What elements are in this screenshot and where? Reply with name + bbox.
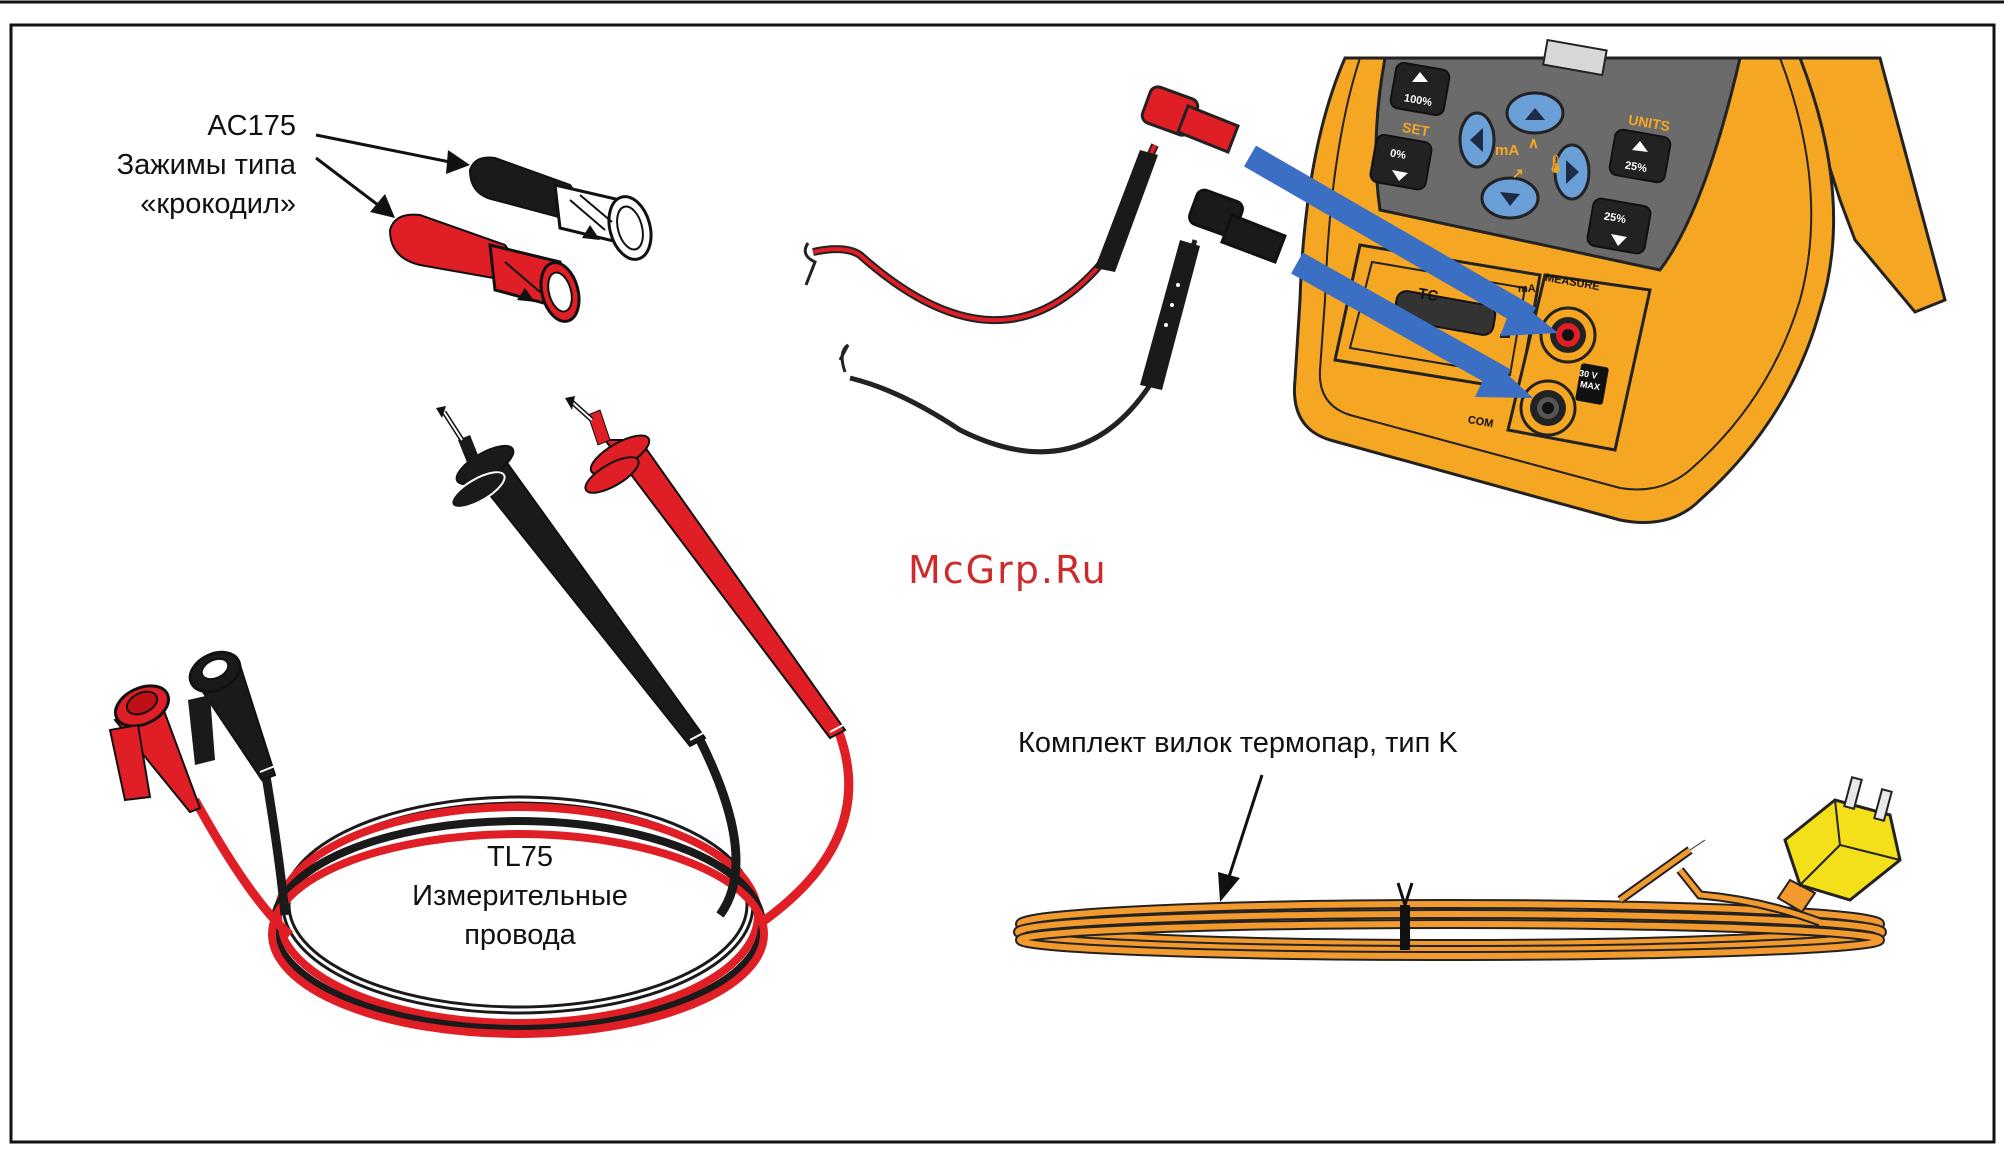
thermocouple-label: Комплект вилок термопар, тип K: [1018, 724, 1578, 763]
key-100[interactable]: 100%: [1389, 62, 1450, 117]
calibrator-device: 100% SET 0% mA ∧ ↗ 🌡: [1250, 40, 1945, 523]
red-banana-plug: [109, 678, 200, 812]
tl75-line2: провода: [370, 916, 670, 955]
key-25-down[interactable]: 25%: [1586, 197, 1651, 254]
com-jack[interactable]: [1521, 381, 1575, 435]
thermocouple-pointer: [1228, 775, 1262, 880]
plugged-black-lead: [840, 188, 1285, 452]
ac175-line1: Зажимы типа: [60, 146, 296, 185]
tl75-model: TL75: [370, 838, 670, 877]
key-0[interactable]: 0%: [1369, 134, 1432, 191]
measure-jack[interactable]: [1541, 308, 1595, 362]
clip-pointer-arrows: [316, 135, 470, 218]
ac175-label: AC175 Зажимы типа «крокодил»: [60, 107, 296, 224]
tl75-line1: Измерительные: [370, 877, 670, 916]
black-banana-plug: [184, 645, 275, 780]
tl75-label: TL75 Измерительные провода: [370, 838, 670, 955]
watermark: McGrp.Ru: [908, 548, 1108, 592]
keypad-ma-label: mA: [1495, 142, 1519, 159]
black-probe: [436, 406, 705, 746]
thermocouple-kit: [1018, 775, 1900, 956]
key-25-up[interactable]: 25%: [1608, 128, 1671, 183]
step-glyph: ↗: [1512, 165, 1524, 181]
tc-label: TC: [1417, 285, 1440, 305]
red-probe: [565, 396, 845, 738]
alligator-clip-red: [390, 215, 585, 326]
ramp-glyph: ∧: [1528, 135, 1539, 152]
jack-ma-label: mA: [1518, 283, 1536, 295]
ac175-model: AC175: [60, 107, 296, 146]
thermometer-icon: 🌡: [1545, 154, 1567, 174]
ac175-line2: «крокодил»: [60, 185, 296, 224]
